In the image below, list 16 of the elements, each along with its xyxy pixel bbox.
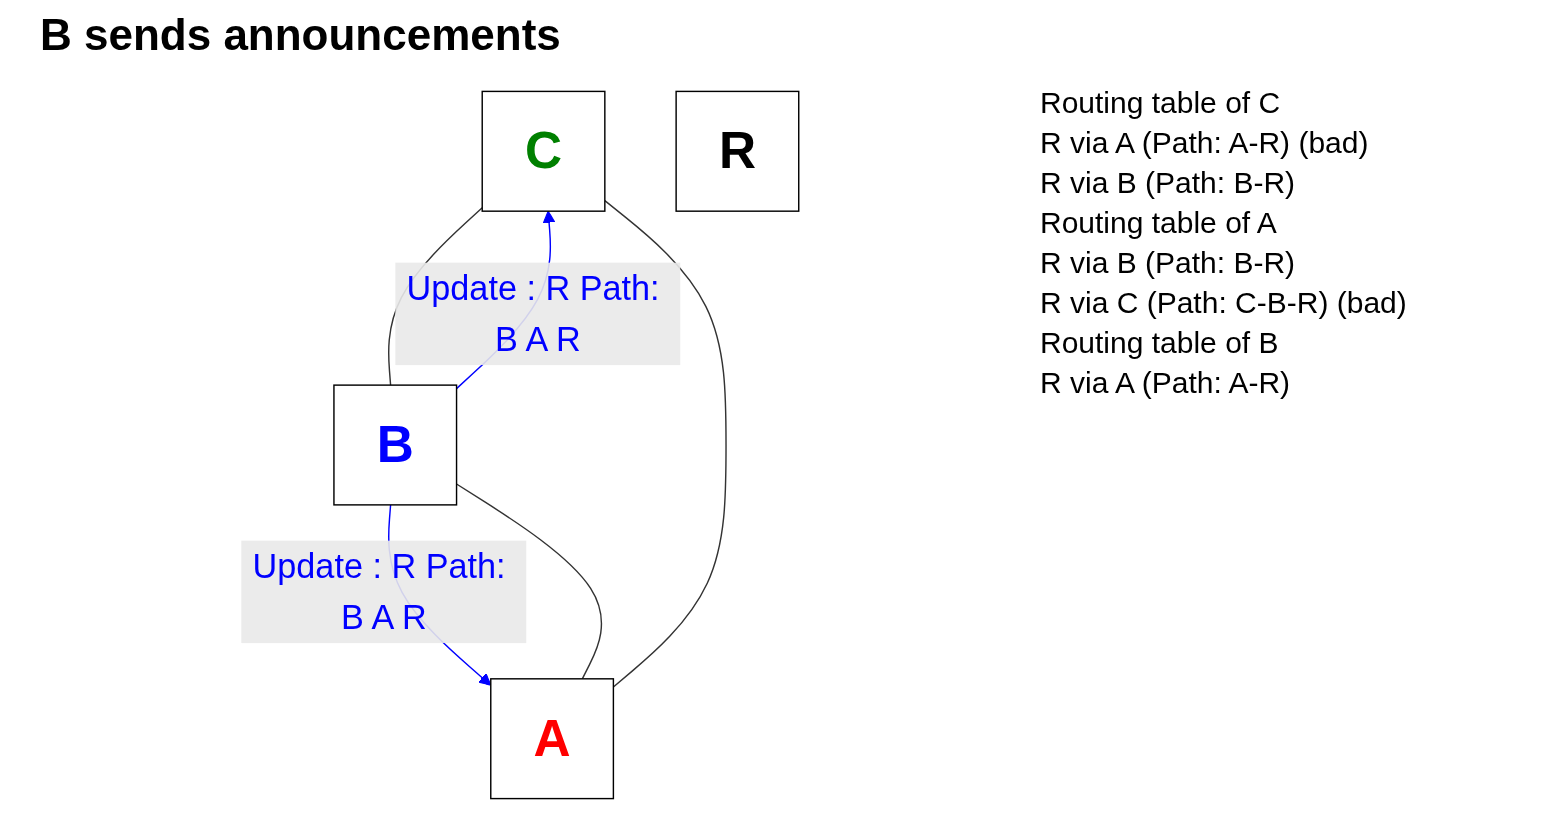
routing-table-text: R via C (Path: C-B-R) (bad) — [1040, 286, 1408, 320]
node-box: C — [481, 90, 606, 212]
node-box: R — [675, 90, 800, 212]
title: B sends announcements — [40, 10, 561, 60]
node-box: B — [333, 384, 458, 506]
routing-table-text: R via B (Path: B-R) — [1040, 166, 1297, 200]
routing-table-text: Routing table of B — [1040, 326, 1280, 360]
routing-table-text: R via A (Path: A-R) — [1040, 366, 1292, 400]
routing-table-text: Routing table of A — [1040, 206, 1278, 240]
node-box: A — [490, 678, 615, 800]
edge-label: Update : R Path: B A R — [406, 268, 660, 359]
connector — [604, 199, 727, 688]
routing-table-text: R via A (Path: A-R) (bad) — [1040, 126, 1370, 160]
routing-table-text: Routing table of C — [1040, 86, 1282, 120]
edge-label: Update : R Path: B A R — [252, 546, 506, 637]
routing-table-text: R via B (Path: B-R) — [1040, 246, 1297, 280]
